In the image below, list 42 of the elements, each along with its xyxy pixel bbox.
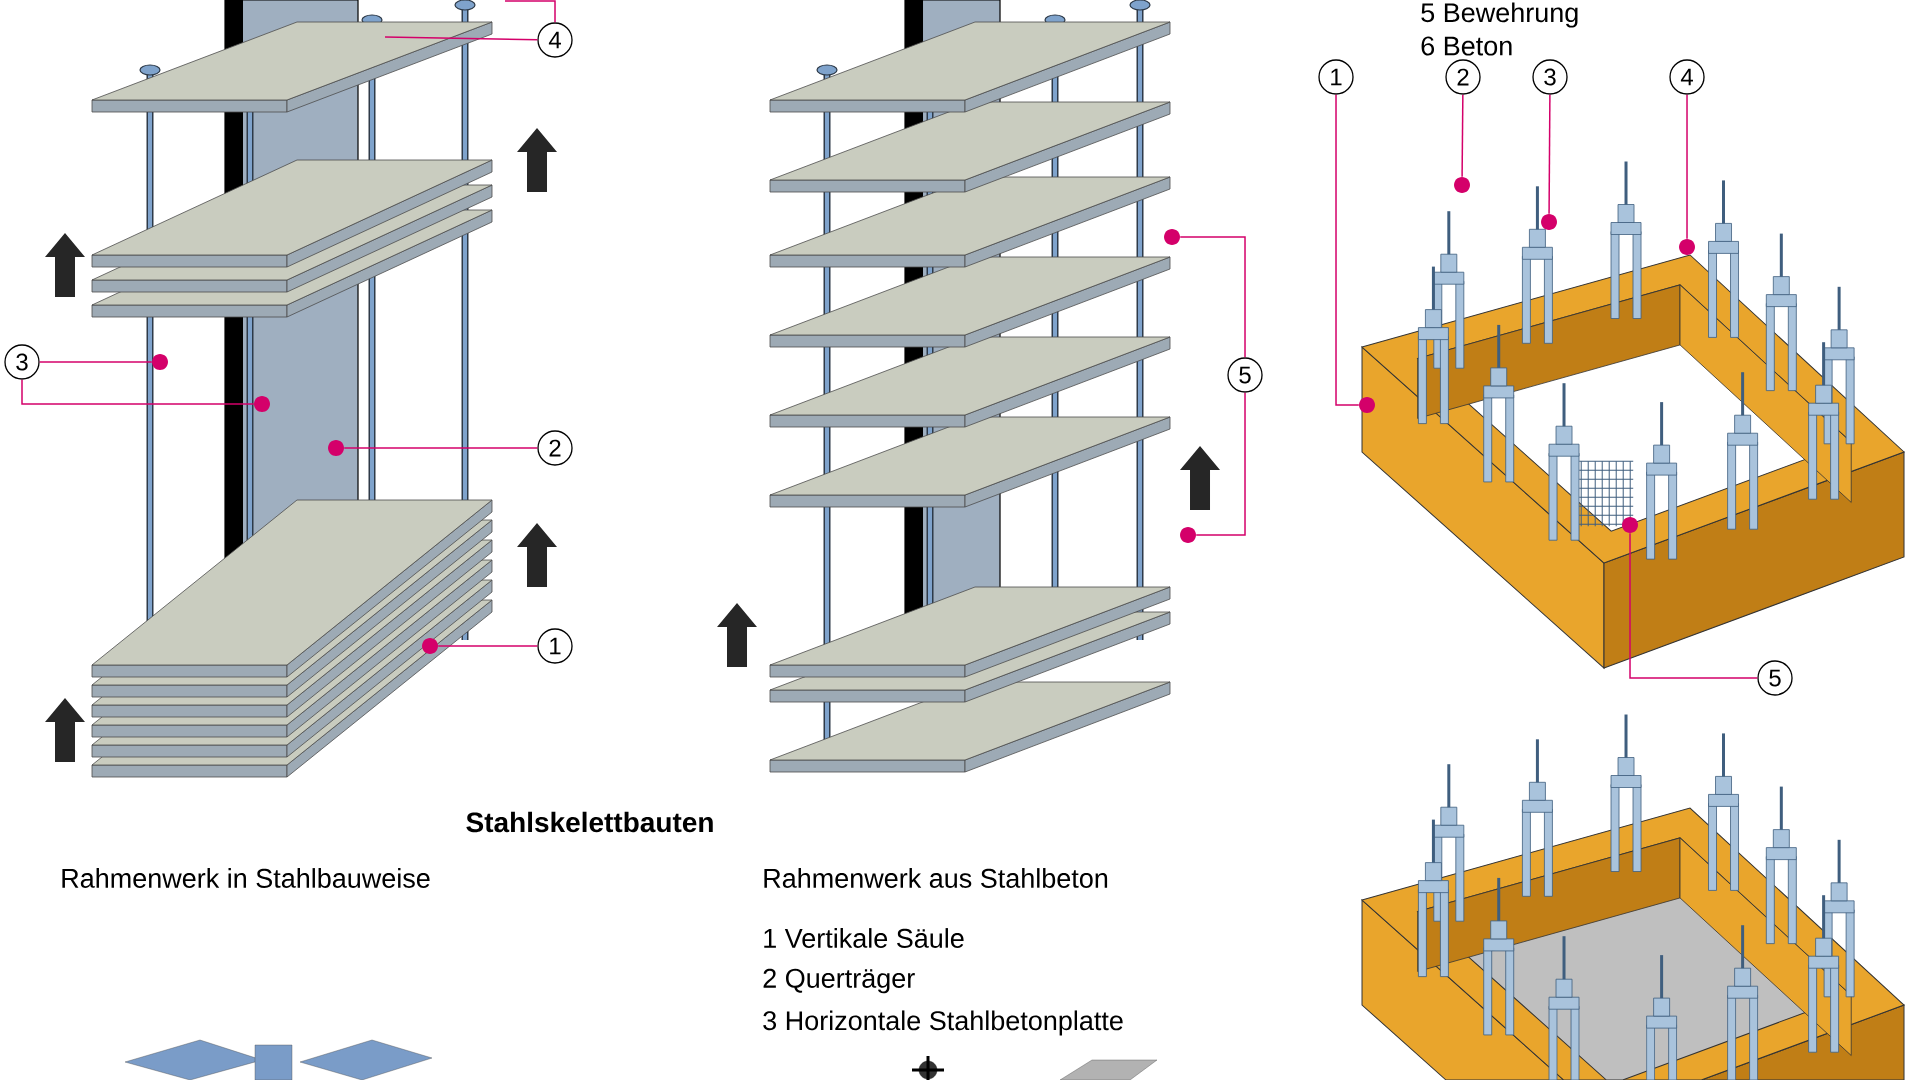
callout-number: 5: [1757, 660, 1793, 696]
callout-number: 2: [1445, 59, 1481, 95]
callout-number: 2: [537, 430, 573, 466]
callout-number: 1: [537, 628, 573, 664]
subheading: Rahmenwerk aus Stahlbeton: [764, 868, 1108, 888]
leader-line: [504, 0, 556, 24]
marker-dot: [1454, 177, 1470, 193]
leader-line: [1335, 93, 1360, 406]
legend-text: 1 Vertikale Säule: [764, 928, 964, 948]
marker-dot: [1541, 214, 1557, 230]
callout-number: 3: [4, 344, 40, 380]
marker-dot: [1180, 527, 1196, 543]
marker-dot: [254, 396, 270, 412]
marker-dot: [422, 638, 438, 654]
callout-number: 3: [1532, 59, 1568, 95]
leader-line: [1461, 93, 1464, 178]
marker-dot: [328, 440, 344, 456]
leader-line: [1179, 236, 1246, 359]
callout-number: 4: [1669, 59, 1705, 95]
leader-line: [21, 378, 255, 405]
leader-line: [1686, 93, 1688, 240]
marker-dot: [152, 354, 168, 370]
legend-text: 3 Horizontale Stahlbetonplatte: [763, 1010, 1123, 1036]
callout-number: 4: [537, 22, 573, 58]
marker-dot: [1679, 239, 1695, 255]
marker-dot: [1622, 517, 1638, 533]
subheading: Rahmenwerk in Stahlbauweise: [62, 868, 430, 888]
legend-text: 5 Bewehrung: [1421, 2, 1578, 28]
leader-line: [1629, 532, 1759, 679]
callout-number: 1: [1318, 59, 1354, 95]
callout-number: 5: [1227, 357, 1263, 393]
marker-dot: [1359, 397, 1375, 413]
leader-line: [343, 447, 539, 449]
legend-text: 2 Querträger: [763, 968, 915, 994]
leader-line: [38, 361, 153, 363]
leader-line: [1195, 391, 1246, 536]
heading: Stahlskelettbauten: [466, 811, 713, 833]
leader-line: [437, 645, 539, 647]
marker-dot: [1164, 229, 1180, 245]
legend-text: 6 Beton: [1421, 36, 1512, 56]
leader-line: [1548, 93, 1551, 215]
leader-line: [384, 36, 539, 41]
